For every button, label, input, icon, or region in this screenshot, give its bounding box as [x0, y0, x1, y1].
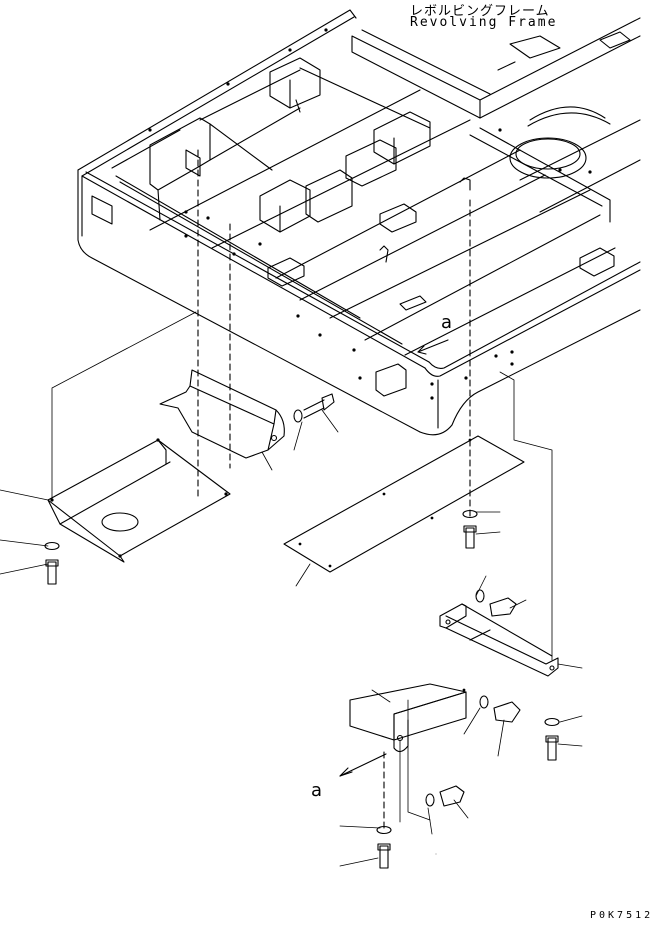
- small-bent-cover: [160, 370, 284, 458]
- bottom-bracket-plate: [350, 684, 466, 752]
- washer: [377, 827, 391, 834]
- bolt: [378, 844, 390, 868]
- assembly-title-english: Revolving Frame: [410, 15, 558, 30]
- bolt: [440, 786, 464, 806]
- bolt: [46, 560, 58, 584]
- leader-lines: [52, 312, 552, 822]
- bolt: [464, 526, 476, 548]
- view-mark-upper: a: [441, 312, 453, 333]
- left-under-cover: [48, 438, 230, 562]
- callout-leaders: [0, 410, 582, 866]
- washer: [480, 696, 488, 708]
- bracket-assembly: [440, 604, 558, 676]
- washer: [476, 590, 484, 602]
- drawing-code: P0K7512: [590, 910, 654, 921]
- revolving-frame: [78, 10, 640, 435]
- bolt: [494, 702, 520, 722]
- view-arrow-lower: [340, 754, 386, 776]
- washer: [463, 511, 477, 518]
- bolt: [490, 598, 516, 616]
- bolt: [546, 736, 558, 760]
- washer: [294, 410, 302, 422]
- assembly-title-japanese: レボルビングフレーム: [410, 4, 550, 19]
- long-flat-cover: [284, 436, 524, 572]
- washer: [545, 719, 559, 726]
- washer: [426, 794, 434, 806]
- frame-holes: [148, 28, 592, 400]
- bolt: [304, 394, 334, 418]
- fasteners: [45, 394, 559, 868]
- view-mark-lower: a: [311, 780, 323, 801]
- assembly-dashed-lines: [198, 150, 470, 828]
